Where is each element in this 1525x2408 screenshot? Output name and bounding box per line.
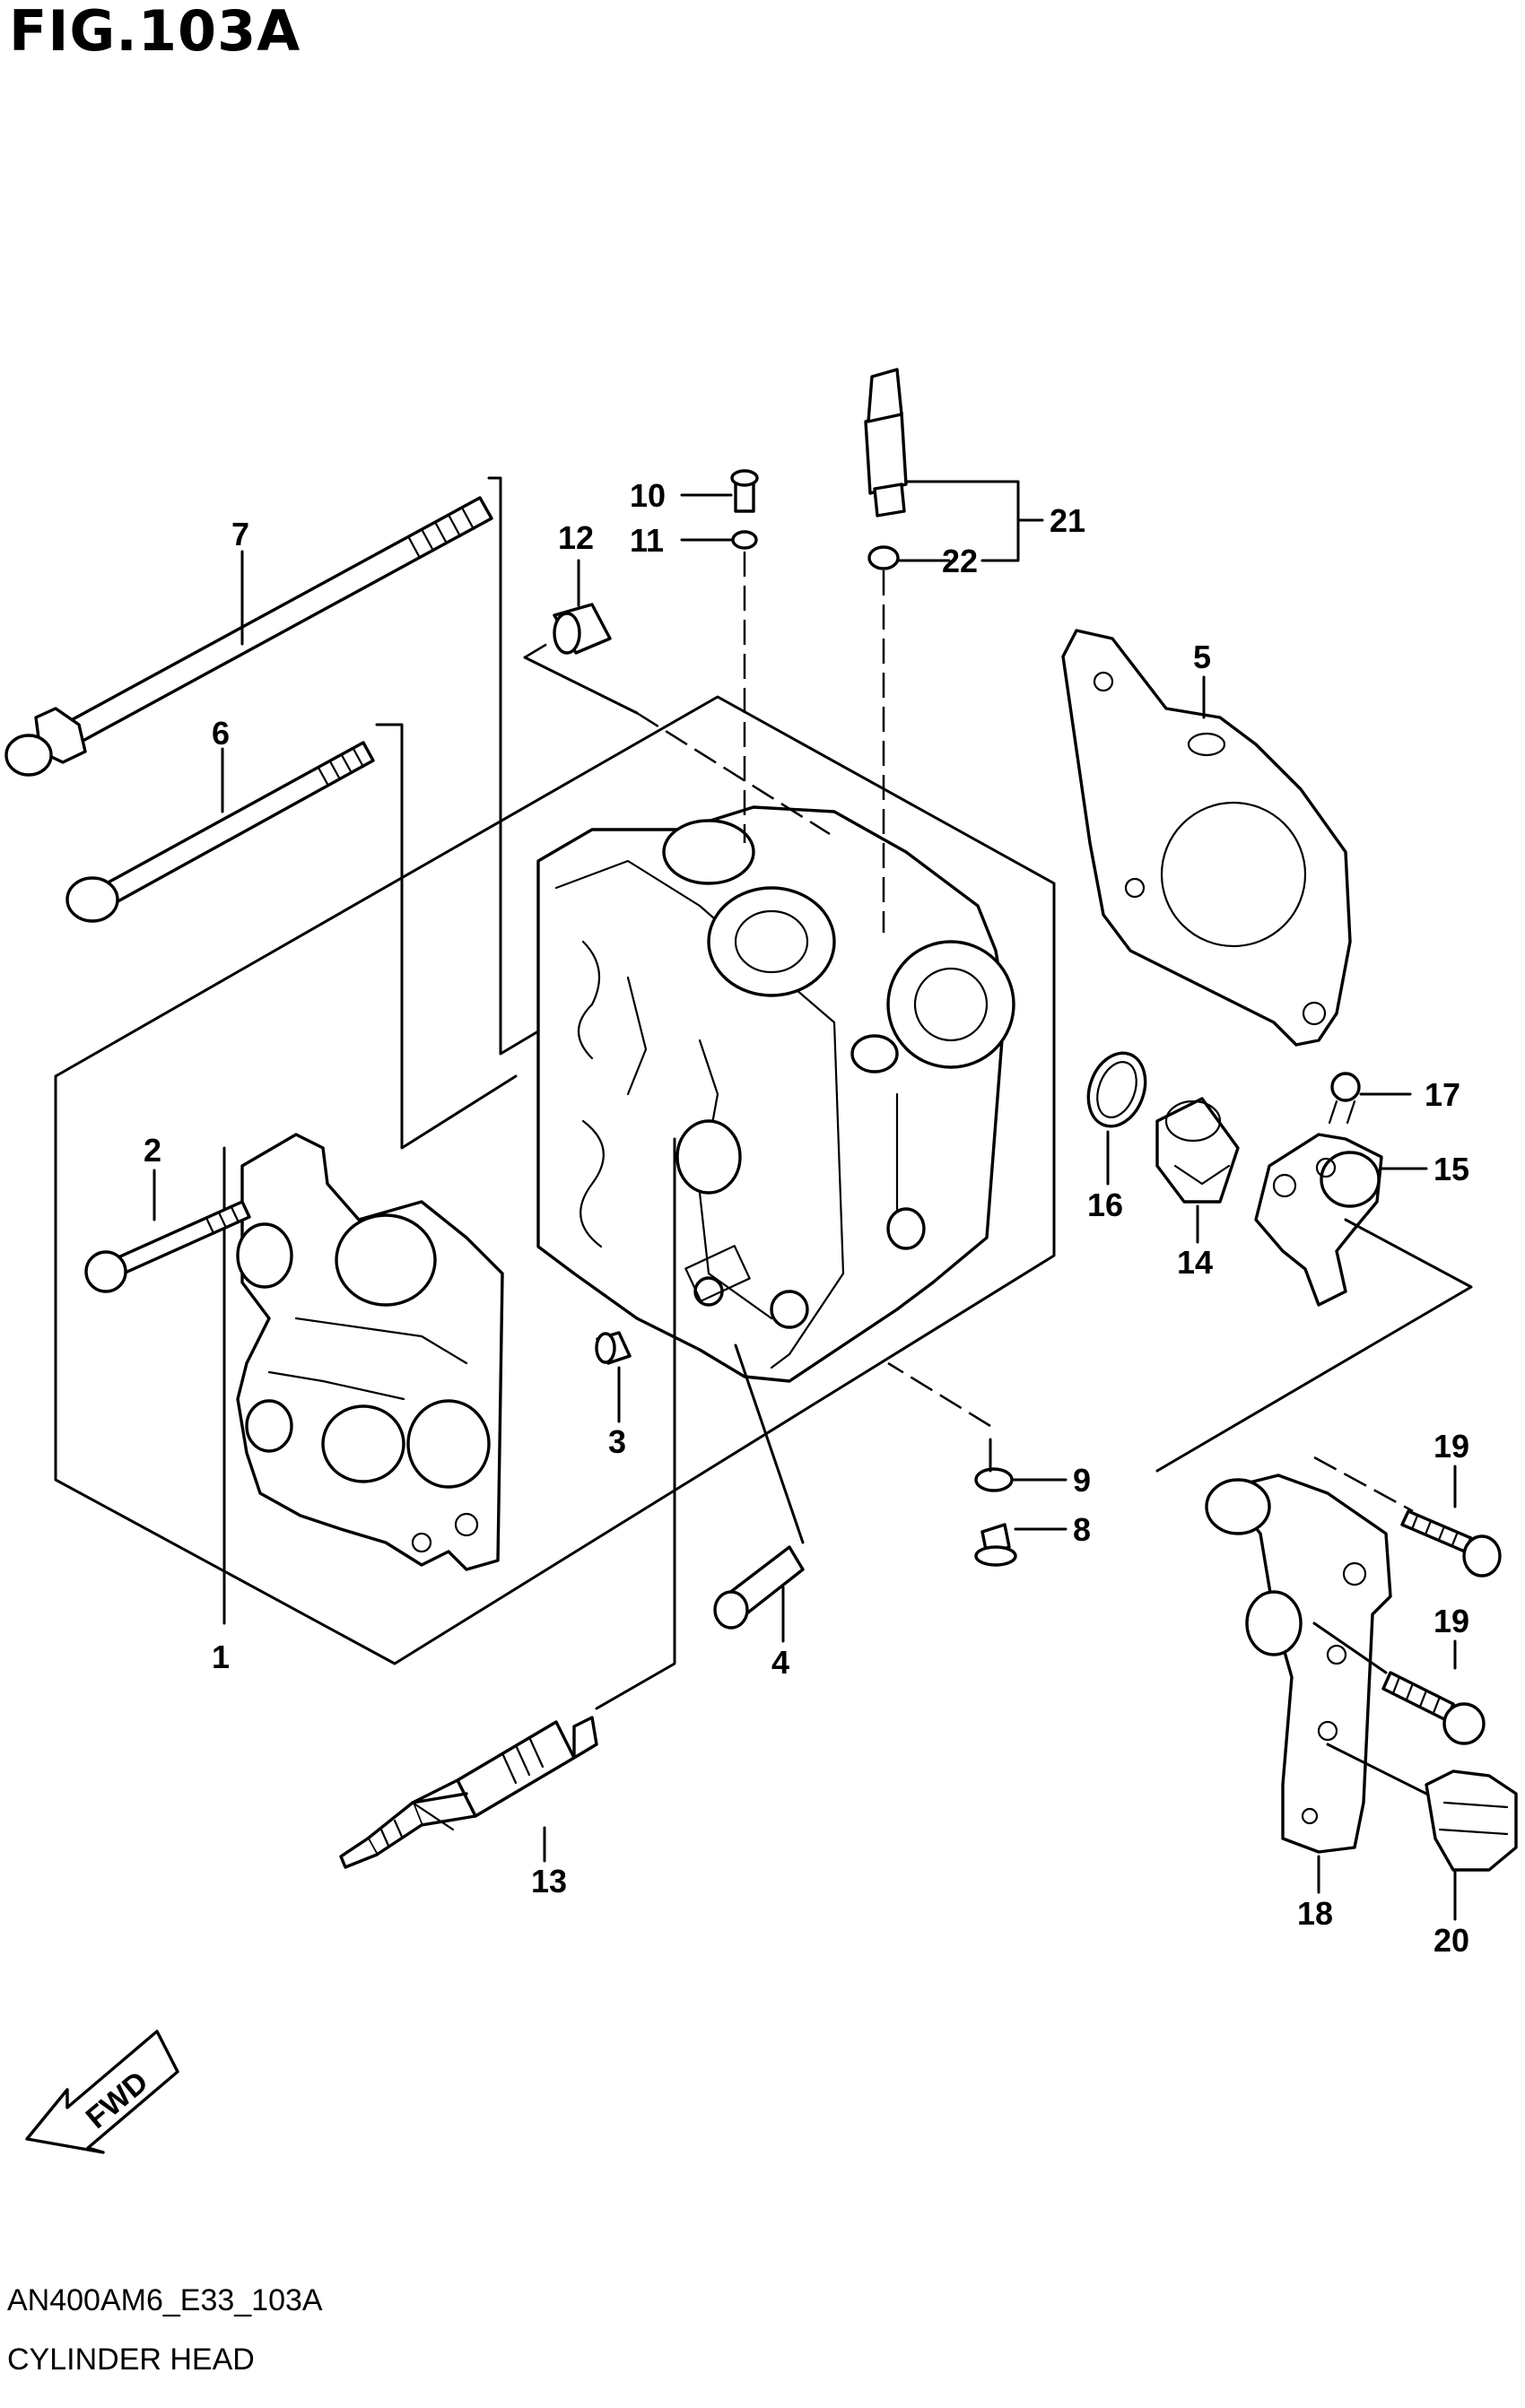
callout-16: 16 (1087, 1187, 1123, 1223)
bolt-19-upper (1400, 1509, 1502, 1578)
callout-17: 17 (1425, 1076, 1460, 1113)
long-bolt (4, 496, 493, 777)
clamp (1425, 1769, 1518, 1872)
callout-10: 10 (630, 477, 666, 514)
callout-labels: 1 2 3 4 5 6 7 8 9 10 11 12 13 14 15 16 1… (144, 477, 1469, 1959)
callout-9: 9 (1073, 1462, 1091, 1499)
bracket (1205, 1473, 1392, 1854)
temperature-sensor (864, 368, 908, 517)
callout-21: 21 (1050, 502, 1085, 539)
callout-20: 20 (1434, 1922, 1469, 1959)
callout-12: 12 (558, 519, 594, 556)
medium-bolt (65, 741, 375, 923)
callout-8: 8 (1073, 1511, 1091, 1548)
spark-plug (339, 1716, 598, 1869)
pin-4 (713, 1545, 805, 1630)
small-washer (731, 530, 758, 550)
short-bolt (84, 1200, 251, 1293)
head-gasket (1061, 629, 1352, 1047)
thermostat-cover (1254, 1133, 1383, 1307)
washer-9 (974, 1467, 1014, 1492)
screw-17 (1328, 1072, 1361, 1125)
leader-lines (152, 476, 1473, 1921)
o-ring-22 (867, 545, 900, 570)
callout-7: 7 (231, 516, 249, 552)
figure-title: FIG.103A (9, 0, 301, 64)
callout-19-lower: 19 (1434, 1603, 1469, 1639)
callout-5: 5 (1193, 639, 1211, 675)
dowel-3 (595, 1331, 632, 1365)
callout-4: 4 (771, 1644, 789, 1681)
figure-code: AN400AM6_E33_103A (7, 2283, 323, 2317)
callout-6: 6 (212, 715, 230, 752)
callout-2: 2 (144, 1132, 161, 1169)
callout-22: 22 (942, 543, 978, 579)
thermostat (1155, 1097, 1240, 1204)
bolt-8 (974, 1523, 1017, 1567)
callout-1: 1 (212, 1639, 230, 1675)
callout-3: 3 (608, 1423, 626, 1460)
bolt-19-lower (1381, 1671, 1486, 1745)
fwd-arrow-icon: FWD (25, 2030, 179, 2154)
callout-14: 14 (1177, 1244, 1213, 1281)
callout-13: 13 (531, 1863, 567, 1899)
bleed-screw (730, 469, 759, 513)
dowel-12 (553, 603, 612, 655)
callout-11: 11 (630, 522, 664, 559)
callout-19-upper: 19 (1434, 1428, 1469, 1465)
camshaft-housing (236, 1133, 504, 1571)
cylinder-head-body (536, 805, 1015, 1383)
section-name: CYLINDER HEAD (7, 2343, 255, 2377)
callout-15: 15 (1434, 1151, 1469, 1187)
o-ring-16 (1086, 1051, 1147, 1128)
callout-18: 18 (1297, 1895, 1333, 1932)
